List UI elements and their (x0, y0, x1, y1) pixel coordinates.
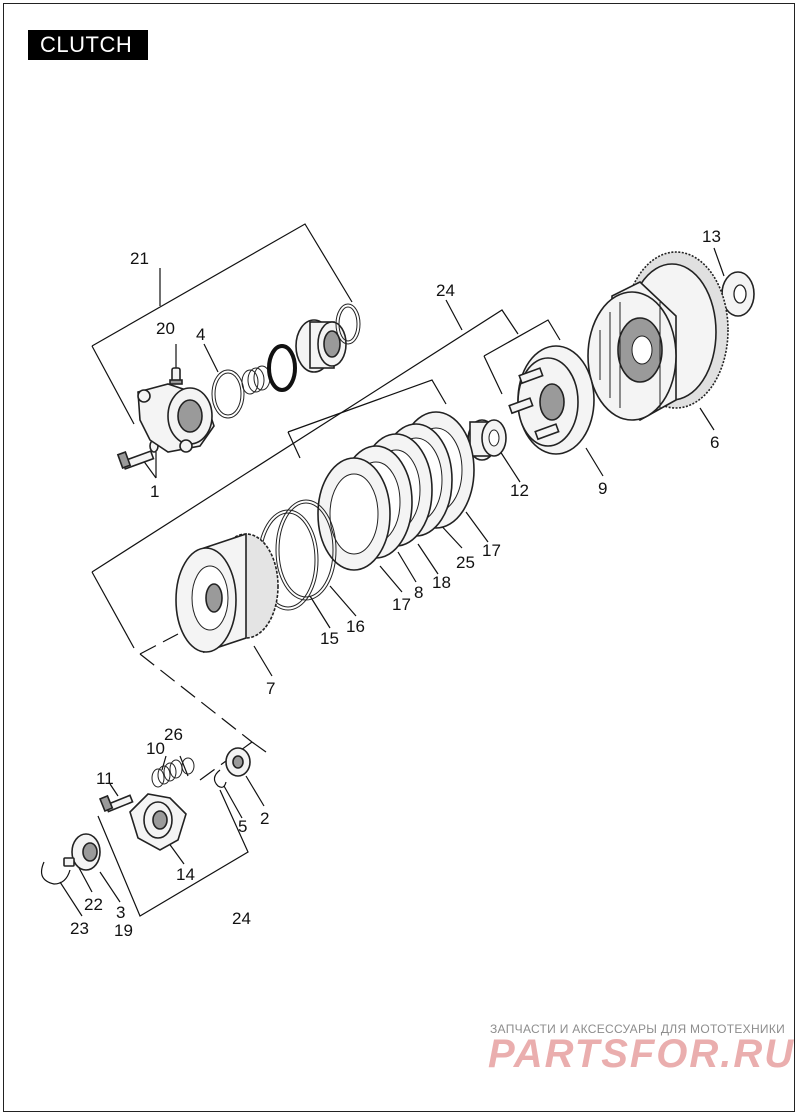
part-13-washer (721, 271, 755, 317)
callout-3: 3 (116, 903, 125, 922)
part-11-bolt (99, 794, 134, 813)
part-20-bleeder (169, 367, 183, 385)
page-frame (3, 3, 795, 1112)
part-3-adjuster (71, 833, 101, 871)
callout-24-top: 24 (436, 281, 455, 300)
piston-oring (335, 303, 361, 345)
callout-25: 25 (456, 553, 475, 572)
page-title: CLUTCH (28, 30, 148, 60)
callout-8: 8 (414, 583, 423, 602)
callout-10: 10 (146, 739, 165, 758)
callout-6: 6 (710, 433, 719, 452)
callout-20: 20 (156, 319, 175, 338)
part-4-oring (211, 369, 245, 419)
leader-lines (59, 247, 725, 917)
callout-16: 16 (346, 617, 365, 636)
callout-13: 13 (702, 227, 721, 246)
part-12-spacer (467, 419, 507, 461)
part-10-spring (151, 759, 183, 788)
watermark-logo[interactable]: PARTSFOR.RU (488, 1032, 796, 1076)
friction-plate-17-left (317, 457, 391, 571)
callout-7: 7 (266, 679, 275, 698)
part-7-clutch-hub (175, 532, 279, 654)
callouts: 1 2 3 4 5 6 7 8 9 10 11 12 13 14 15 16 1… (70, 227, 721, 940)
bracket-24-top (91, 299, 561, 649)
part-6-clutch-shell (587, 251, 729, 421)
spring-small (241, 365, 271, 395)
watermark-tagline: ЗАПЧАСТИ И АКСЕССУАРЫ ДЛЯ МОТОТЕХНИКИ (490, 1022, 786, 1036)
part-14-release-plate (129, 793, 187, 851)
callout-14: 14 (176, 865, 195, 884)
bracket-24-bottom (97, 789, 249, 917)
callout-19: 19 (114, 921, 133, 940)
callout-17-left: 17 (392, 595, 411, 614)
callout-11: 11 (96, 769, 114, 788)
callout-2: 2 (260, 809, 269, 828)
part-1-screw (116, 439, 159, 470)
piston-ring-black (267, 344, 297, 392)
part-23-retaining-ring (41, 861, 71, 885)
callout-12: 12 (510, 481, 529, 500)
callout-18: 18 (432, 573, 451, 592)
callout-17-right: 17 (482, 541, 501, 560)
part-5-snap-ring (213, 769, 227, 788)
callout-26: 26 (164, 725, 183, 744)
part-22-nut (63, 857, 75, 867)
callout-22: 22 (84, 895, 103, 914)
bracket-21 (91, 223, 353, 425)
part-2-bearing (225, 747, 251, 777)
callout-4: 4 (196, 325, 205, 344)
part-26-washer (181, 757, 195, 775)
callout-24-bottom: 24 (232, 909, 251, 928)
callout-23: 23 (70, 919, 89, 938)
callout-9: 9 (598, 479, 607, 498)
slave-cylinder-housing (137, 383, 215, 453)
callout-5: 5 (238, 817, 247, 836)
callout-1: 1 (150, 482, 159, 501)
callout-15: 15 (320, 629, 339, 648)
part-9-pressure-plate (508, 345, 595, 455)
callout-21: 21 (130, 249, 149, 268)
piston (295, 319, 347, 373)
